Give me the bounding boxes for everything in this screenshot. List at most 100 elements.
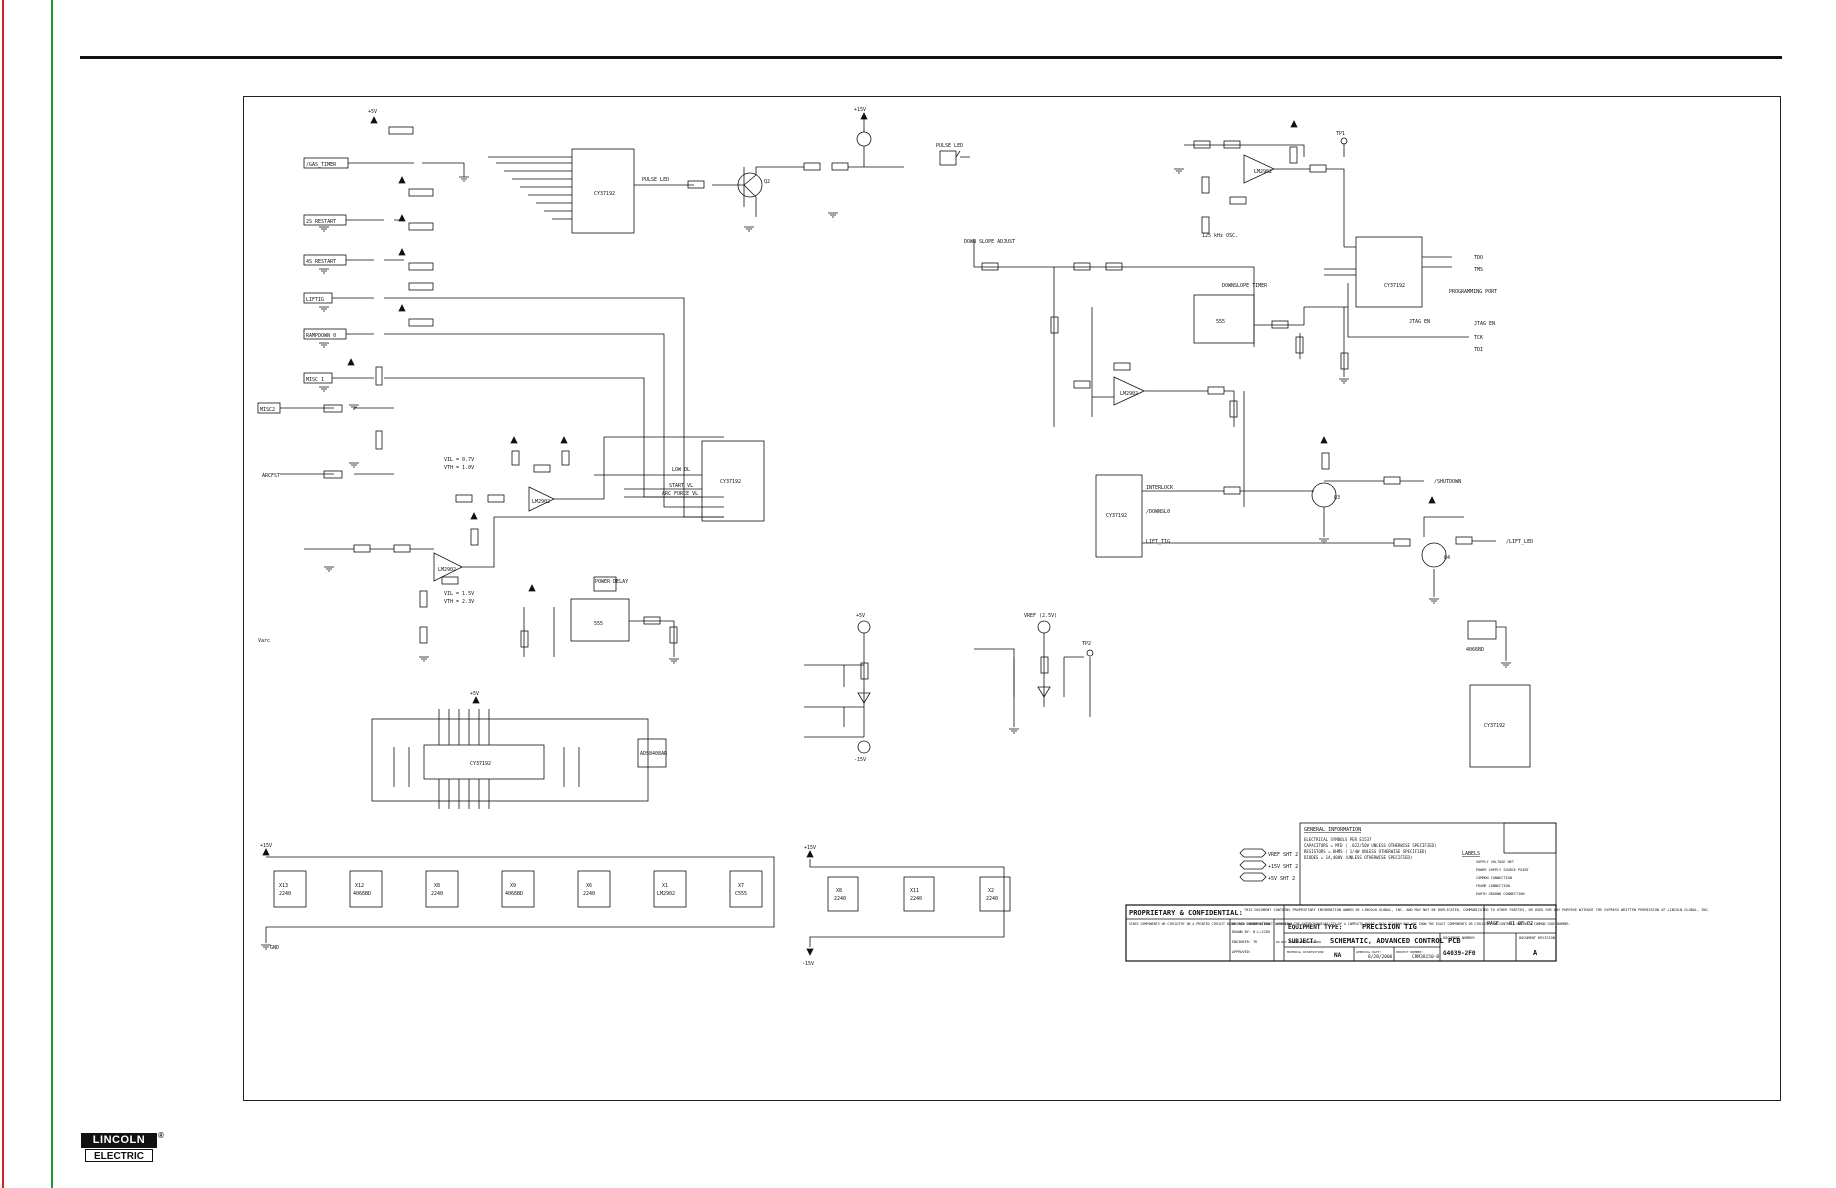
svg-text:2240: 2240 xyxy=(834,896,846,902)
svg-text:01 OF 02: 01 OF 02 xyxy=(1509,921,1533,927)
svg-text:2240: 2240 xyxy=(583,891,595,897)
svg-text:4066BD: 4066BD xyxy=(505,891,523,897)
svg-text:Q4: Q4 xyxy=(1444,555,1450,561)
svg-text:LIFT_TIG: LIFT_TIG xyxy=(1146,539,1170,545)
svg-text:+5V: +5V xyxy=(368,109,377,115)
svg-text:2240: 2240 xyxy=(986,896,998,902)
svg-text:VTH = 1.0V: VTH = 1.0V xyxy=(444,465,474,471)
cpld-right-small: CY37192 4066BD xyxy=(1466,620,1531,768)
svg-text:RESISTORS = OHMS ( 1/4W UNLESS: RESISTORS = OHMS ( 1/4W UNLESS OTHERWISE… xyxy=(1304,849,1427,854)
svg-text:CY37192: CY37192 xyxy=(1106,513,1127,519)
input-switch-section: /GAS_TIMER 2S RESTART 4S RESTART LIFTIG … xyxy=(257,109,724,644)
left-margin-red-line xyxy=(2,0,4,1188)
left-margin-green-line xyxy=(51,0,53,1188)
svg-text:ADS8408AR: ADS8408AR xyxy=(640,751,668,757)
svg-text:JTAG EN: JTAG EN xyxy=(1409,319,1430,325)
svg-text:Q2: Q2 xyxy=(764,179,770,185)
svg-text:/SHUTDOWN: /SHUTDOWN xyxy=(1434,479,1461,485)
svg-text:+5V: +5V xyxy=(470,691,479,697)
svg-text:APPROVAL DATE:: APPROVAL DATE: xyxy=(1356,950,1381,954)
svg-text:DO NOT SCALE THIS DRAWING: DO NOT SCALE THIS DRAWING xyxy=(1276,940,1321,944)
svg-text:LM2902: LM2902 xyxy=(438,567,456,573)
power-delay-timer: 555 POWER DELAY xyxy=(520,576,679,664)
svg-text:LM2902: LM2902 xyxy=(1120,391,1138,397)
svg-text:SCHEMATIC, ADVANCED CONTROL PC: SCHEMATIC, ADVANCED CONTROL PCB xyxy=(1330,937,1461,945)
svg-text:+15V SHT 2: +15V SHT 2 xyxy=(1268,864,1298,870)
svg-text:GND: GND xyxy=(270,945,279,951)
title-block: PROPRIETARY & CONFIDENTIAL: THIS DOCUMEN… xyxy=(1125,904,1710,962)
svg-text:X11: X11 xyxy=(910,888,919,894)
svg-text:2240: 2240 xyxy=(431,891,443,897)
svg-text:8/28/2006: 8/28/2006 xyxy=(1368,954,1393,960)
svg-text:X12: X12 xyxy=(355,883,364,889)
svg-text:DIODES = 1A,400V (UNLESS OTHER: DIODES = 1A,400V (UNLESS OTHERWISE SPECI… xyxy=(1304,855,1412,860)
svg-text:VIL = 0.7V: VIL = 0.7V xyxy=(444,457,474,463)
svg-text:GENERAL INFORMATION: GENERAL INFORMATION xyxy=(1304,827,1361,833)
schematic-sheet: /GAS_TIMER 2S RESTART 4S RESTART LIFTIG … xyxy=(243,96,1781,1101)
svg-text:X8: X8 xyxy=(434,883,440,889)
svg-text:/GAS_TIMER: /GAS_TIMER xyxy=(306,162,337,168)
comparator-stage: LM2902 VIL = 0.7V VTH = 1.0V LM2902 VIL … xyxy=(304,436,724,662)
svg-text:INTERLOCK: INTERLOCK xyxy=(1146,485,1173,491)
logo-line-2: ELECTRIC xyxy=(85,1149,153,1162)
svg-text:PULSE LED: PULSE LED xyxy=(936,143,963,149)
svg-text:CY37192: CY37192 xyxy=(594,191,615,197)
svg-text:2240: 2240 xyxy=(279,891,291,897)
svg-text:LIFTIG: LIFTIG xyxy=(306,297,324,303)
cpld-x4-programming: CY37192 TDO TMS PROGRAMMING PORT JTAG EN… xyxy=(1324,236,1497,384)
svg-text:TDO: TDO xyxy=(1474,255,1483,261)
svg-text:CAPACITORS = MFD ( .022/50V UN: CAPACITORS = MFD ( .022/50V UNLESS OTHER… xyxy=(1304,843,1436,848)
svg-text:+5V: +5V xyxy=(856,613,865,619)
svg-text:+15V: +15V xyxy=(804,845,816,851)
svg-text:MISC 1: MISC 1 xyxy=(306,377,324,383)
svg-text:X2: X2 xyxy=(988,888,994,894)
cpld-x4-lower: CY37192 INTERLOCK /DOWNSL0 LIFT_TIG Q3 /… xyxy=(1095,436,1461,558)
svg-text:4066BD: 4066BD xyxy=(1466,647,1484,653)
svg-text:TP2: TP2 xyxy=(1082,641,1091,647)
svg-text:TP1: TP1 xyxy=(1336,131,1345,137)
svg-text:START VL: START VL xyxy=(669,483,693,489)
svg-text:VTH = 2.3V: VTH = 2.3V xyxy=(444,599,474,605)
svg-text:X13: X13 xyxy=(279,883,288,889)
svg-text:X1: X1 xyxy=(662,883,668,889)
svg-text:POWER DELAY: POWER DELAY xyxy=(595,579,628,585)
svg-text:LABELS: LABELS xyxy=(1462,851,1480,857)
cpld-x3-upper: CY37192 PULSE LED xyxy=(488,148,744,234)
svg-text:EQUIPMENT TYPE:: EQUIPMENT TYPE: xyxy=(1288,924,1342,931)
svg-text:TDI: TDI xyxy=(1474,347,1483,353)
svg-text:LOW OL: LOW OL xyxy=(672,467,690,473)
pulse-led-stage: Q2 +15V PULSE LED xyxy=(687,107,970,232)
svg-text:SUPPLY VOLTAGE NET: SUPPLY VOLTAGE NET xyxy=(1476,860,1515,864)
svg-text:Varc: Varc xyxy=(258,638,270,644)
svg-text:PROJECT NUMBER:: PROJECT NUMBER: xyxy=(1396,950,1423,954)
negative-supply-chip-row: +15V -15V X8 2240 X11 2240 X2 2240 xyxy=(802,845,1011,967)
svg-text:X6: X6 xyxy=(586,883,592,889)
svg-text:ARCFST: ARCFST xyxy=(262,473,280,479)
svg-text:COMMON CONNECTION: COMMON CONNECTION xyxy=(1476,876,1512,880)
general-information-legend: GENERAL INFORMATION ELECTRICAL SYMBOLS P… xyxy=(1299,822,1557,906)
svg-text:4S RESTART: 4S RESTART xyxy=(306,259,336,265)
svg-text:DOWNSLOPE TIMER: DOWNSLOPE TIMER xyxy=(1222,283,1268,289)
logo-line-1: LINCOLN xyxy=(81,1133,157,1148)
svg-text:MISC2: MISC2 xyxy=(260,407,275,413)
cpld-x2-mid: CY37192 LOW OL START VL ARC FORCE VL xyxy=(594,440,765,522)
downslope-timer: DOWN SLOPE ADJUST DOWNSLOPE TIMER 555 xyxy=(964,239,1348,417)
header-rule xyxy=(80,56,1782,59)
lincoln-electric-logo: LINCOLN ELECTRIC ® xyxy=(81,1131,164,1165)
svg-text:SUBJECT:: SUBJECT: xyxy=(1288,938,1317,945)
svg-text:2S RESTART: 2S RESTART xyxy=(306,219,336,225)
svg-text:Q3: Q3 xyxy=(1334,495,1340,501)
registered-mark: ® xyxy=(158,1131,164,1140)
svg-text:NA: NA xyxy=(1334,952,1342,959)
svg-text:JTAG EN: JTAG EN xyxy=(1474,321,1495,327)
svg-text:MATERIAL DISPOSITION:: MATERIAL DISPOSITION: xyxy=(1287,950,1325,954)
svg-text:ELECTRICAL SYMBOLS PER E1537: ELECTRICAL SYMBOLS PER E1537 xyxy=(1304,837,1372,842)
svg-text:DOCUMENT NUMBER: DOCUMENT NUMBER xyxy=(1443,936,1476,940)
svg-text:C555: C555 xyxy=(735,891,747,897)
svg-text:2240: 2240 xyxy=(910,896,922,902)
svg-text:REFERENCE:: REFERENCE: xyxy=(1276,922,1294,926)
svg-text:EARTH GROUND CONNECTION: EARTH GROUND CONNECTION xyxy=(1476,892,1524,896)
svg-text:LM2902: LM2902 xyxy=(532,499,550,505)
svg-text:DOWN SLOPE ADJUST: DOWN SLOPE ADJUST xyxy=(964,239,1015,245)
sheet-references: VREF SHT 2 +15V SHT 2 +5V SHT 2 xyxy=(1239,848,1298,882)
